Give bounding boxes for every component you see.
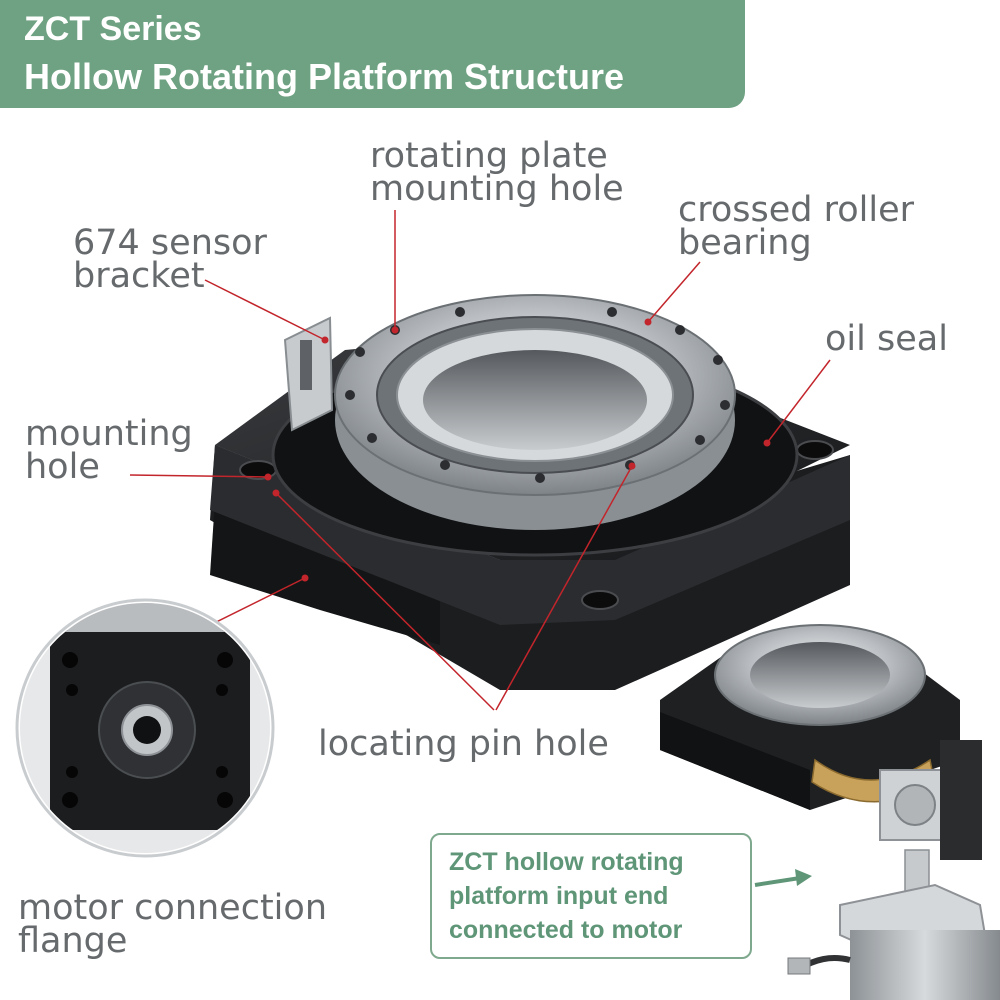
label-line: motor connection [18, 888, 328, 928]
label-motor-connection-flange: motor connection flange [18, 888, 328, 961]
label-line: mounting [25, 414, 193, 454]
label-locating-pin-hole: locating pin hole [318, 724, 609, 764]
label-line: locating pin hole [318, 724, 609, 764]
label-line: bearing [678, 223, 812, 263]
input-shaft-bore [133, 716, 161, 744]
label-mounting-hole: mounting hole [25, 414, 193, 487]
title-line-2: Hollow Rotating Platform Structure [24, 56, 625, 97]
label-line: bracket [73, 256, 205, 296]
flange-hole [217, 652, 233, 668]
motor-body [850, 930, 1000, 1000]
label-line: mounting hole [370, 169, 624, 209]
flange-hole [62, 792, 78, 808]
leader-dots [264, 318, 771, 582]
title-banner: ZCT Series Hollow Rotating Platform Stru… [0, 0, 745, 108]
flange-hole [62, 652, 78, 668]
flange-hole [66, 684, 78, 696]
label-crossed-roller-bearing: crossed roller bearing [678, 190, 915, 263]
title-line-1: ZCT Series [24, 10, 202, 48]
label-oil-seal: oil seal [825, 319, 948, 359]
sensor-bracket-slot [300, 340, 312, 390]
flange-hole [217, 792, 233, 808]
callout-arrow [754, 869, 812, 887]
cutaway-view [660, 624, 982, 860]
leader-sensor-bracket [204, 279, 326, 341]
flange-detail-view [15, 598, 275, 858]
leader-pin-hole-a [275, 492, 495, 711]
leader-oil-seal [766, 359, 831, 444]
corner-hole [581, 590, 619, 610]
flange-hole [216, 684, 228, 696]
leader-pin-hole-b [495, 465, 633, 711]
motor-callout-box: ZCT hollow rotating platform input end c… [430, 833, 752, 959]
label-rotating-plate-mounting-hole: rotating plate mounting hole [370, 136, 624, 209]
housing-top-edge [210, 445, 850, 625]
label-line: 674 sensor [73, 223, 267, 263]
flange-hole [216, 766, 228, 778]
label-sensor-bracket: 674 sensor bracket [73, 223, 267, 296]
main-platform [210, 294, 850, 690]
callout-line: connected to motor [449, 916, 683, 944]
label-line: hole [25, 447, 100, 487]
label-line: crossed roller [678, 190, 915, 230]
leader-lines [129, 210, 831, 711]
motor-illustration [787, 849, 1000, 1000]
corner-hole [796, 440, 834, 460]
plate-mounting-holes [345, 307, 730, 483]
leader-mounting-hole [129, 474, 269, 478]
label-line: oil seal [825, 319, 948, 359]
flange-hole [66, 766, 78, 778]
motor-connector [787, 957, 811, 975]
label-line: flange [18, 921, 128, 961]
housing-motor-block [210, 500, 440, 645]
callout-line: ZCT hollow rotating [449, 848, 684, 876]
leader-crossed-roller [647, 261, 701, 323]
callout-line: platform input end [449, 882, 669, 910]
label-line: rotating plate [370, 136, 608, 176]
hollow-bore [423, 350, 647, 450]
